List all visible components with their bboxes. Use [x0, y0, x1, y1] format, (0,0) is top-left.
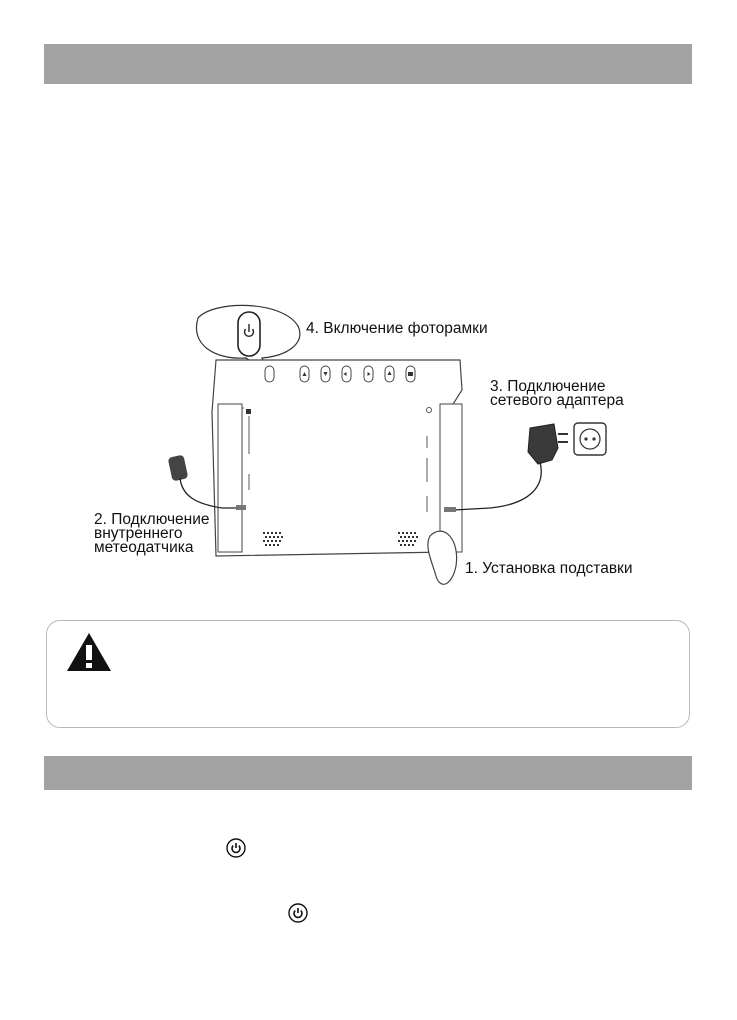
- label-adapter-line2: сетевого адаптера: [490, 392, 624, 409]
- label-stand: 1. Установка подставки: [465, 560, 633, 577]
- adapter-cable: [453, 461, 542, 511]
- label-adapter-line1: 3. Подключение: [490, 378, 606, 395]
- sensor-cable: [179, 477, 238, 509]
- speaker-grille-right: [398, 532, 418, 546]
- frame-stand: [427, 530, 458, 585]
- speaker-grille-left: [263, 532, 283, 546]
- section-header-bar-top: [44, 44, 692, 84]
- label-sensor-line2: внутреннего: [94, 525, 183, 542]
- label-stand-text: 1. Установка подставки: [465, 560, 633, 577]
- warning-triangle-icon: [67, 633, 111, 671]
- label-adapter: 3. Подключение сетевого адаптера: [490, 378, 624, 409]
- label-sensor: 2. Подключение внутреннего метеодатчика: [94, 511, 210, 556]
- warning-box: [46, 620, 690, 728]
- left-port-panel: [217, 403, 243, 553]
- power-icon: [226, 838, 246, 858]
- power-icon: [288, 903, 308, 923]
- label-sensor-line1: 2. Подключение: [94, 511, 210, 528]
- power-adapter-icon: [527, 423, 559, 465]
- label-power-on: 4. Включение фоторамки: [306, 320, 488, 337]
- power-symbol: [243, 328, 255, 338]
- connection-diagram: [168, 304, 607, 585]
- weather-sensor-icon: [168, 455, 188, 481]
- section-header-bar-bottom: [44, 756, 692, 790]
- label-power-on-text: 4. Включение фоторамки: [306, 320, 488, 337]
- label-sensor-line3: метеодатчика: [94, 539, 194, 556]
- photo-frame-back: [211, 359, 463, 557]
- power-button-large-icon: [237, 311, 261, 357]
- right-port-panel: [439, 403, 463, 553]
